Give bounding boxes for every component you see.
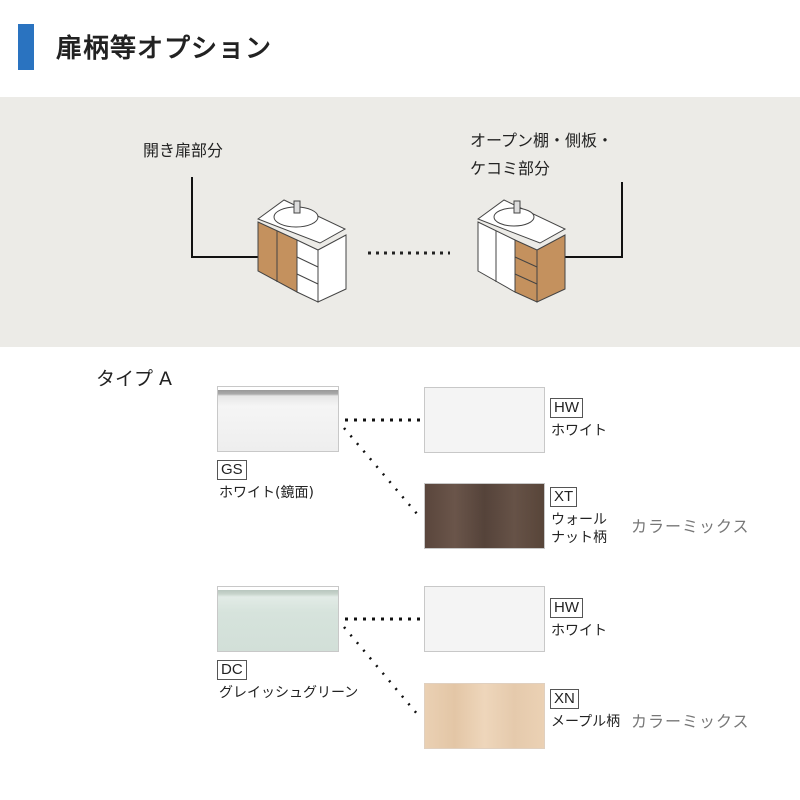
swatch-dc[interactable] (217, 586, 339, 652)
code-dc: DC (217, 660, 247, 680)
cabinet-illustration (191, 177, 623, 303)
code-xt: XT (550, 487, 578, 507)
color-mix-label-2: カラーミックス (631, 712, 750, 731)
code-hw-1: HW (550, 398, 583, 418)
cabinet-diagram: 開き扉部分 オープン棚・側板・ ケコミ部分 (0, 97, 800, 347)
name-hw-1: ホワイト (551, 423, 607, 439)
page-title: 扉柄等オプション (56, 34, 273, 64)
shelf-part-label-1: オープン棚・側板・ (470, 131, 614, 150)
name-dc: グレイッシュグリーン (219, 685, 359, 701)
name-hw-2: ホワイト (551, 623, 607, 639)
title-accent-bar (18, 24, 34, 70)
code-hw-2: HW (550, 598, 583, 618)
door-part-label: 開き扉部分 (143, 141, 224, 160)
name-xt-2: ナット柄 (551, 530, 607, 546)
swatch-xn[interactable] (424, 683, 545, 749)
name-xt-1: ウォール (551, 512, 607, 528)
cabinet-left (256, 199, 347, 303)
swatch-hw-2[interactable] (424, 586, 545, 652)
swatch-gs[interactable] (217, 386, 339, 452)
code-gs: GS (217, 460, 247, 480)
name-gs: ホワイト(鏡面) (219, 485, 314, 501)
code-xn: XN (550, 689, 579, 709)
swatch-hw-1[interactable] (424, 387, 545, 453)
type-label: タイプ A (96, 368, 173, 390)
swatch-xt[interactable] (424, 483, 545, 549)
name-xn: メープル柄 (551, 714, 621, 730)
cabinet-right (476, 199, 567, 303)
shelf-part-label-2: ケコミ部分 (470, 159, 551, 178)
color-mix-label-1: カラーミックス (631, 517, 750, 536)
